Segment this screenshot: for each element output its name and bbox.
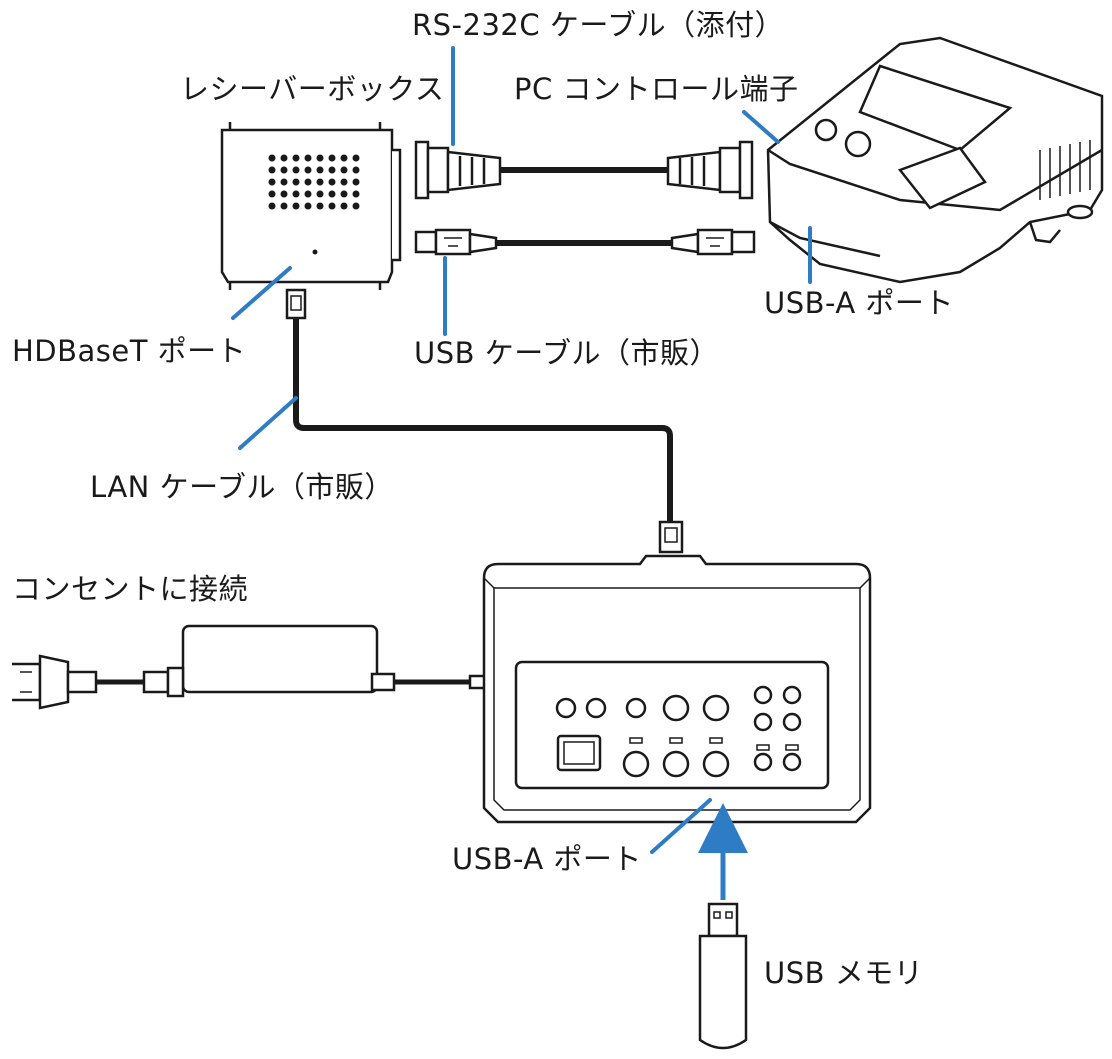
usb-cable bbox=[414, 228, 756, 256]
label-box-usb-a-port: USB-A ポート bbox=[452, 842, 642, 876]
label-outlet: コンセントに接続 bbox=[12, 572, 249, 606]
hdbaset-connector bbox=[285, 288, 307, 320]
label-pc-control-port: PC コントロール端子 bbox=[514, 72, 799, 106]
label-usb-memory: USB メモリ bbox=[764, 956, 924, 990]
leader-lan-cable bbox=[238, 396, 298, 450]
transmitter-box bbox=[482, 554, 872, 824]
rs232c-cable bbox=[414, 140, 754, 200]
usb-memory-stick bbox=[698, 902, 748, 1050]
label-usb-cable: USB ケーブル（市販） bbox=[414, 336, 720, 370]
transmitter-ports bbox=[555, 685, 802, 778]
lan-cable bbox=[293, 318, 673, 522]
ac-adapter bbox=[12, 624, 488, 710]
projector bbox=[766, 36, 1104, 284]
label-hdbaset-port: HDBaseT ポート bbox=[12, 334, 247, 368]
leader-hdbaset bbox=[231, 266, 292, 320]
label-projector-usb-a-port: USB-A ポート bbox=[764, 286, 954, 320]
receiver-box bbox=[220, 122, 402, 290]
receiver-vent-grid bbox=[268, 154, 360, 255]
label-receiver-box: レシーバーボックス bbox=[180, 72, 445, 106]
leader-pc-control-port bbox=[742, 110, 780, 144]
label-rs232c-cable: RS-232C ケーブル（添付） bbox=[412, 8, 785, 42]
label-lan-cable: LAN ケーブル（市販） bbox=[90, 470, 394, 504]
lan-connector-box bbox=[658, 520, 684, 554]
